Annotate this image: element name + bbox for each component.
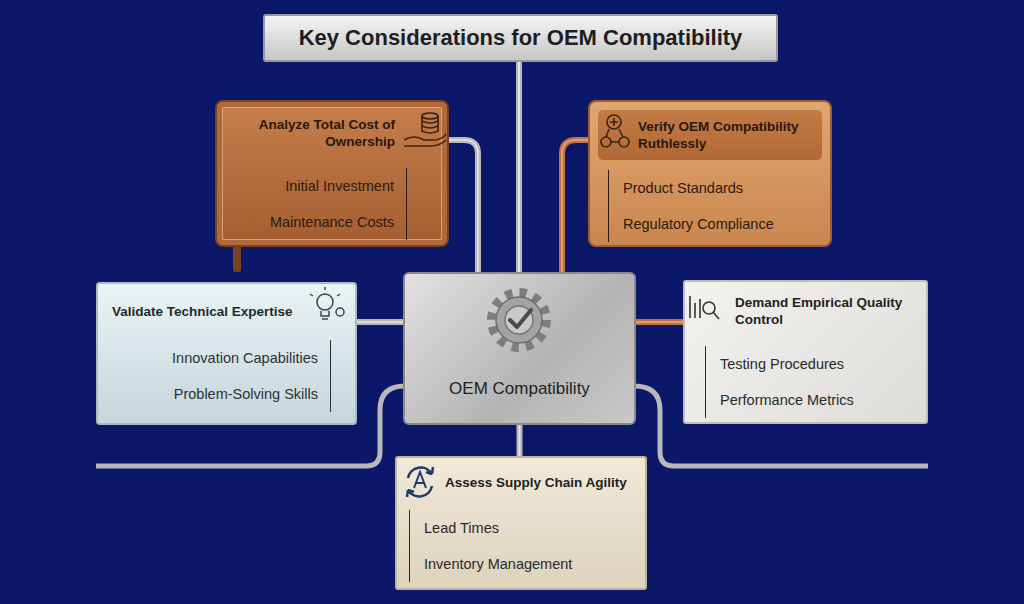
title-text: Key Considerations for OEM Compatibility [299,25,743,51]
metal-center-box: OEM Compatibility [403,272,636,425]
pipe-connector [449,140,478,272]
pipe-highlight [562,140,588,272]
pipe-connector [517,425,523,456]
title-box: Key Considerations for OEM Compatibility [263,14,778,62]
list-item: Initial Investment [270,168,394,204]
marble-card: Demand Empirical Quality ControlTesting … [683,280,928,424]
pipe-highlight [449,140,478,272]
node-heading: Verify OEM Compatibility Ruthlessly [638,118,818,152]
item-list: Product StandardsRegulatory Compliance [608,170,774,242]
list-item: Problem-Solving Skills [172,376,318,412]
pipe-connector [562,140,588,272]
pipe-highlight [636,321,683,323]
item-list: Testing ProceduresPerformance Metrics [705,346,854,418]
heading-band [598,110,822,160]
list-item: Regulatory Compliance [623,206,774,242]
list-item: Performance Metrics [720,382,854,418]
title-pipe-highlight [518,60,520,274]
node-heading: Analyze Total Cost of Ownership [245,116,395,150]
node-heading: Validate Technical Expertise [112,303,322,320]
parchment-card: Assess Supply Chain AgilityLead TimesInv… [395,456,647,590]
list-item: Testing Procedures [720,346,854,382]
item-list: Initial InvestmentMaintenance Costs [270,168,407,240]
list-item: Maintenance Costs [270,204,394,240]
leather-card: Analyze Total Cost of OwnershipInitial I… [215,100,449,247]
pipe-highlight [357,321,403,323]
node-label: OEM Compatibility [405,380,634,397]
node-heading: Assess Supply Chain Agility [445,474,640,491]
wood-card: Verify OEM Compatibility RuthlesslyProdu… [588,100,832,247]
list-item: Lead Times [424,510,572,546]
item-list: Innovation CapabilitiesProblem-Solving S… [172,340,331,412]
pipe-connector [357,319,403,325]
list-item: Innovation Capabilities [172,340,318,376]
node-heading: Demand Empirical Quality Control [735,294,920,328]
glass-card: Validate Technical ExpertiseInnovation C… [96,282,357,425]
list-item: Product Standards [623,170,774,206]
pipe-highlight [519,425,521,456]
pipe-connector [636,319,683,325]
item-list: Lead TimesInventory Management [409,510,572,582]
title-pipe [516,60,522,274]
list-item: Inventory Management [424,546,572,582]
